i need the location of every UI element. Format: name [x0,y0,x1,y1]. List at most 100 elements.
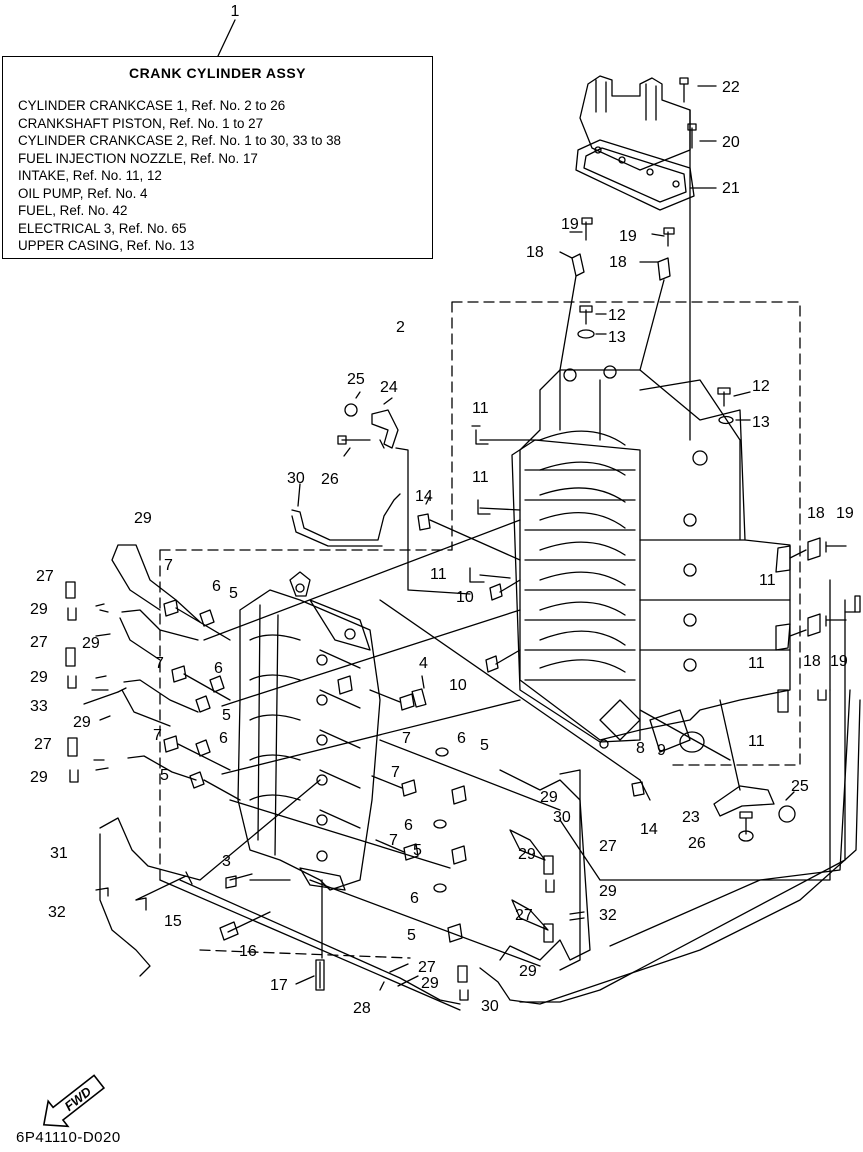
callout-11: 11 [472,400,489,417]
callout-25: 25 [791,778,809,795]
callout-18: 18 [609,254,627,271]
crankcase-1-boundary [451,301,801,766]
crankcase-1-body [479,365,791,753]
callout-2: 2 [396,319,405,336]
callout-25: 25 [347,371,365,388]
gasket-plates-29 [91,544,201,781]
callout-20: 20 [722,134,740,151]
callout-7: 7 [164,557,173,574]
callout-32: 32 [48,904,66,921]
callout-3: 3 [222,853,231,870]
fittings-11 [469,425,807,713]
callout-10: 10 [456,589,474,606]
callout-11: 11 [472,469,489,486]
callout-27: 27 [515,907,533,924]
callout-5: 5 [222,707,231,724]
valves-left [163,599,241,801]
dowel-14-lower [631,781,645,797]
dowel-pins-left [65,581,79,783]
callout-5: 5 [407,927,416,944]
callout-29: 29 [30,669,48,686]
callout-23: 23 [682,809,700,826]
assembly-reference-line: ELECTRICAL 3, Ref. No. 65 [18,220,187,236]
callout-13: 13 [608,329,626,346]
callout-6: 6 [410,890,419,907]
assembly-reference-line: CRANKSHAFT PISTON, Ref. No. 1 to 27 [18,115,264,131]
callout-24: 24 [380,379,398,396]
callout-18: 18 [807,505,825,522]
callout-19: 19 [836,505,854,522]
callout-29: 29 [73,714,91,731]
callout-16: 16 [239,943,257,960]
crankcase-2-body [237,571,381,891]
callout-21: 21 [722,180,740,197]
callout-5: 5 [229,585,238,602]
callout-30: 30 [553,809,571,826]
bolts-lower [135,871,325,991]
assembly-reference-line: OIL PUMP, Ref. No. 4 [18,185,148,201]
assembly-reference-line: FUEL, Ref. No. 42 [18,203,128,218]
callout-5: 5 [160,767,169,784]
top-bolts-plates [559,109,751,441]
callout-14: 14 [640,821,658,838]
callout-28: 28 [353,1000,371,1017]
callout-29: 29 [421,975,439,992]
callout-8: 8 [636,740,645,757]
callout-7: 7 [391,764,400,781]
callout-13: 13 [752,414,770,431]
document-id: 6P41110-D020 [16,1129,121,1146]
callout-29: 29 [134,510,152,527]
hose-28 [179,879,461,1005]
callout-15: 15 [164,913,182,930]
callout-27: 27 [599,838,617,855]
callout-18: 18 [526,244,544,261]
callout-17: 17 [270,977,288,994]
callout-11: 11 [748,733,765,750]
callout-29: 29 [30,601,48,618]
assembly-reference-line: INTAKE, Ref. No. 11, 12 [18,168,162,183]
callout-19: 19 [561,216,579,233]
callout-7: 7 [389,832,398,849]
callout-27: 27 [36,568,54,585]
callout-7: 7 [155,655,164,672]
callout-11: 11 [430,566,447,583]
callout-5: 5 [480,737,489,754]
nozzles-10 [485,579,521,673]
callout-6: 6 [214,660,223,677]
oil-pump-part-4 [411,675,427,708]
callout-33: 33 [30,698,48,715]
callout-6: 6 [219,730,228,747]
callout-22: 22 [722,79,740,96]
callout-5: 5 [413,842,422,859]
callout-32: 32 [599,907,617,924]
callout-12: 12 [608,307,626,324]
callout-14: 14 [415,488,433,505]
callout-4: 4 [419,655,428,672]
callout-7: 7 [153,727,162,744]
callout-12: 12 [752,378,770,395]
callout-29: 29 [30,769,48,786]
dowel-14 [417,495,521,561]
fwd-arrow-icon: FWD [42,1074,106,1128]
callout-6: 6 [404,817,413,834]
assembly-reference-line: CYLINDER CRANKCASE 2, Ref. No. 1 to 30, … [18,133,342,148]
hose-31-32 [95,779,321,977]
callout-29: 29 [82,635,100,652]
callout-9: 9 [657,742,666,759]
hose-30-upper [291,483,401,547]
assembly-reference-line: UPPER CASING, Ref. No. 13 [18,238,195,253]
callout-18: 18 [803,653,821,670]
callout-29: 29 [540,789,558,806]
callout-6: 6 [457,730,466,747]
assembly-title: CRANK CYLINDER ASSY [129,65,306,81]
leader-lines [159,519,731,1011]
callout-27: 27 [418,959,436,976]
crankcase-2-boundary [159,549,453,959]
top-cover-part [575,75,717,211]
callout-29: 29 [518,846,536,863]
callout-10: 10 [449,677,467,694]
bracket-24-25-26 [337,391,471,595]
bracket-23 [713,699,796,842]
callout-6: 6 [212,578,221,595]
callout-1: 1 [231,3,240,20]
